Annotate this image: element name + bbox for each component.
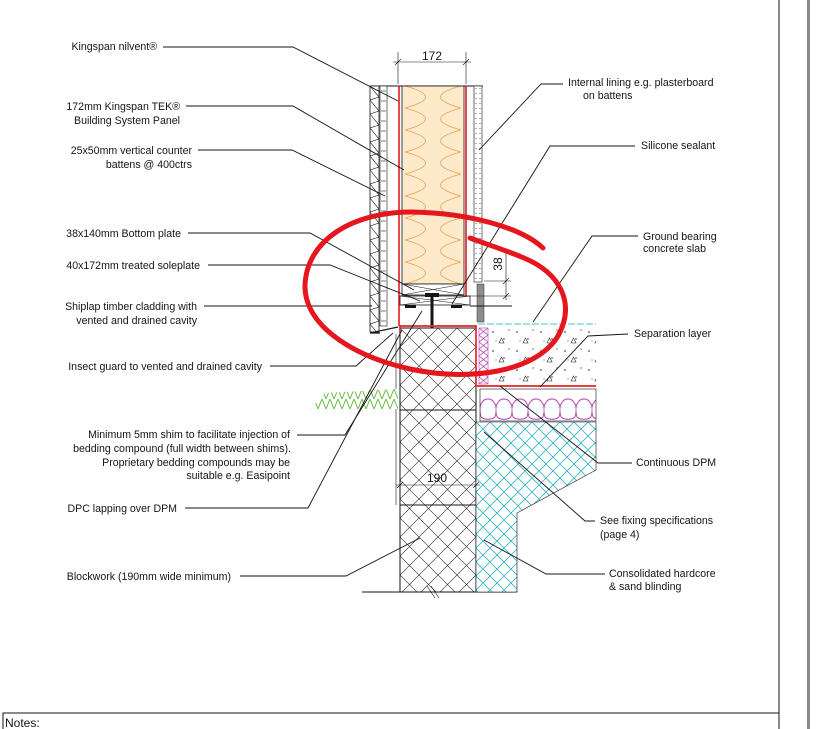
callout-text: vented and drained cavity	[76, 315, 197, 327]
callout-fixing-specifications: See fixing specifications (page 4)	[483, 431, 713, 541]
dimension-bottom-gap: 38	[470, 252, 511, 300]
leader-line	[186, 105, 405, 171]
leader-line	[198, 149, 386, 197]
leader-line	[478, 83, 563, 151]
skirting	[476, 283, 485, 323]
callout-text: Consolidated hardcore	[609, 568, 716, 580]
ground-floor-slab	[475, 323, 597, 593]
callout-text: Separation layer	[634, 328, 712, 340]
callout-text: & sand blinding	[609, 581, 682, 593]
fixing-washer	[425, 293, 439, 297]
dpc-dpm-line	[399, 325, 596, 387]
insect-guard	[369, 326, 399, 334]
dimension-line	[393, 52, 471, 84]
callout-text: 172mm Kingspan TEK®	[66, 101, 180, 113]
callout-text: 40x172mm treated soleplate	[66, 260, 200, 272]
leader-line	[185, 329, 403, 509]
leader-line	[163, 46, 399, 102]
shim-left	[405, 305, 416, 308]
notes-box-border	[2, 712, 779, 729]
callout-text: Silicone sealant	[641, 140, 715, 152]
leader-line	[539, 333, 629, 388]
callout-bottom-plate: 38x140mm Bottom plate	[66, 228, 415, 291]
callout-blockwork: Blockwork (190mm wide minimum)	[67, 537, 421, 583]
leader-line	[188, 232, 415, 291]
callout-text: battens @ 400ctrs	[106, 159, 192, 171]
counter-battens	[379, 85, 388, 327]
callout-text: concrete slab	[643, 243, 706, 255]
callout-text: (page 4)	[600, 529, 639, 541]
callout-text: suitable e.g. Easipoint	[186, 470, 290, 482]
hardcore-fill	[475, 421, 597, 593]
callout-text: Shiplap timber cladding with	[65, 301, 197, 313]
callout-text: Ground bearing	[643, 231, 717, 243]
callout-kingspan-nilvent: Kingspan nilvent®	[71, 41, 399, 102]
dimension-line	[396, 481, 480, 489]
callout-separation-layer: Separation layer	[539, 328, 712, 388]
leader-line	[483, 539, 605, 575]
dimension-value: 172	[422, 49, 442, 63]
callout-silicone-sealant: Silicone sealant	[451, 140, 715, 305]
callout-text: DPC lapping over DPM	[67, 503, 177, 515]
shiplap-cladding	[369, 85, 380, 333]
callout-concrete-slab: Ground bearing concrete slab	[532, 231, 717, 323]
edge-separation-strip	[478, 327, 489, 385]
callout-insect-guard: Insect guard to vented and drained cavit…	[68, 332, 394, 373]
callout-text: Minimum 5mm shim to facilitate injection…	[88, 429, 290, 441]
callout-text: on battens	[583, 90, 632, 102]
callout-text: Internal lining e.g. plasterboard	[568, 77, 714, 89]
callout-text: Blockwork (190mm wide minimum)	[67, 571, 231, 583]
callout-text: Continuous DPM	[636, 457, 716, 469]
callout-tek-panel: 172mm Kingspan TEK® Building System Pane…	[66, 101, 405, 171]
callout-counter-battens: 25x50mm vertical counter battens @ 400ct…	[71, 145, 386, 197]
leader-line	[208, 264, 421, 302]
dimension-block-width: 190	[396, 471, 480, 489]
leader-line	[297, 310, 423, 436]
callout-internal-lining: Internal lining e.g. plasterboard on bat…	[478, 77, 714, 151]
viewer-scrollbar[interactable]	[807, 0, 810, 729]
dimension-value: 190	[427, 471, 447, 485]
callout-text: 25x50mm vertical counter	[71, 145, 193, 157]
callout-text: Building System Panel	[74, 115, 180, 127]
leader-line	[270, 332, 394, 367]
leader-line	[499, 385, 632, 464]
break-mark	[426, 585, 440, 599]
red-markup-circle	[302, 209, 568, 377]
leader-line	[483, 431, 595, 522]
dimension-value: 38	[491, 257, 505, 271]
callout-dpc: DPC lapping over DPM	[67, 329, 403, 515]
callout-soleplate: 40x172mm treated soleplate	[66, 260, 421, 302]
callout-continuous-dpm: Continuous DPM	[499, 385, 716, 469]
internal-lining	[473, 85, 483, 283]
bottom-plate-section-mark	[401, 283, 465, 296]
callout-hardcore: Consolidated hardcore & sand blinding	[483, 539, 716, 593]
callout-text: bedding compound (full width between shi…	[73, 443, 291, 455]
notes-heading: Notes:	[5, 716, 40, 729]
callout-shiplap-cladding: Shiplap timber cladding with vented and …	[65, 301, 372, 327]
tek-panel-insulation	[401, 85, 465, 285]
callout-shim: Minimum 5mm shim to facilitate injection…	[73, 310, 423, 482]
callout-text: Proprietary bedding compounds may be	[102, 457, 290, 469]
external-ground	[310, 389, 398, 409]
leader-line	[532, 235, 638, 323]
timber-frame-wall	[369, 85, 512, 372]
dimension-panel-width: 172	[393, 49, 471, 84]
dimension-line	[470, 252, 511, 300]
leader-line	[451, 145, 635, 305]
callout-text: See fixing specifications	[600, 515, 713, 527]
notes-box: Notes:	[2, 712, 779, 729]
callout-text: Insect guard to vented and drained cavit…	[68, 361, 262, 373]
callout-text: Kingspan nilvent®	[71, 41, 157, 53]
callout-text: 38x140mm Bottom plate	[66, 228, 181, 240]
leader-line	[240, 537, 421, 577]
shim-right	[451, 305, 462, 308]
